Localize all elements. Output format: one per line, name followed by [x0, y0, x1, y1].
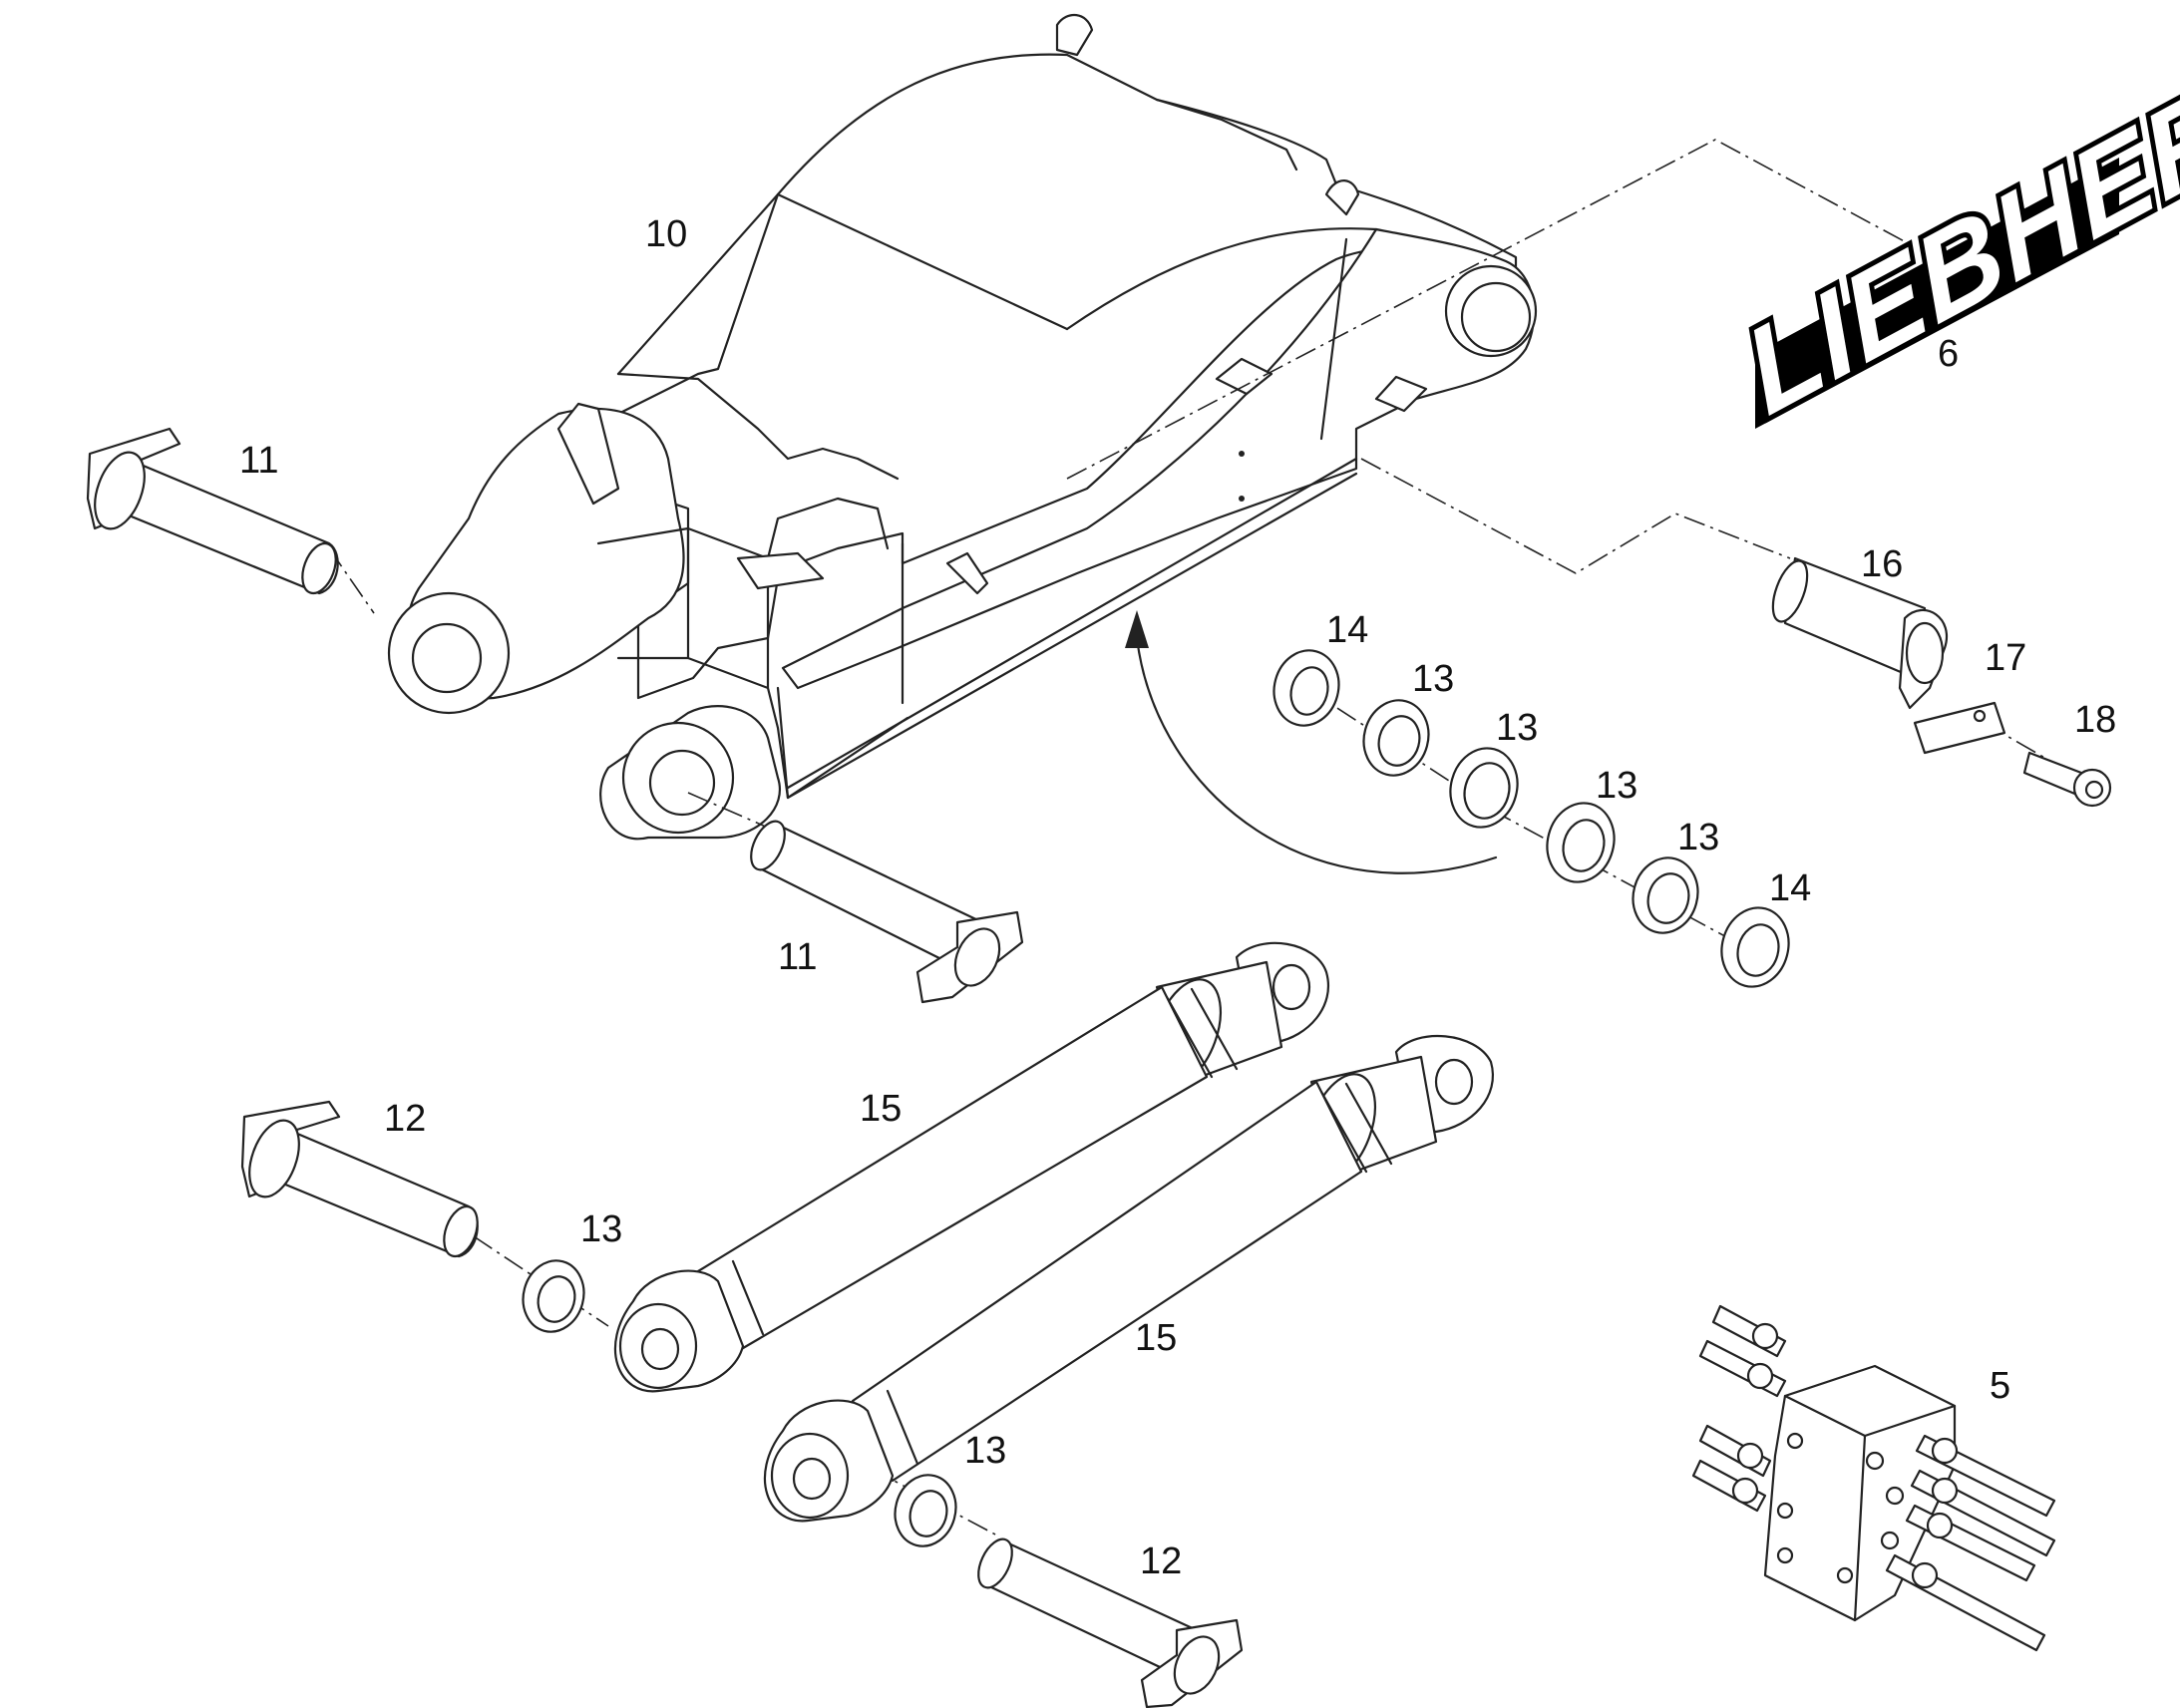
callout-pin-upper-left: 11: [239, 440, 278, 482]
leader-line: [1360, 458, 1791, 574]
cylinder-lower: [763, 1034, 1494, 1523]
pin-16: [1771, 556, 1948, 710]
leader-line: [687, 792, 769, 829]
logo-brand-text: LIEBHERR: [1729, 16, 2180, 441]
liebherr-logo: LIEBHERR: [1724, 11, 2180, 446]
washer-13-c: [1546, 802, 1616, 883]
callout-washer-13-a: 13: [1412, 658, 1454, 700]
cylinder-upper: [613, 941, 1329, 1393]
callout-cylinder-lower: 15: [1135, 1317, 1177, 1359]
washer-13-left: [522, 1259, 585, 1333]
washer-13-a: [1362, 699, 1430, 777]
pin-12-left: [240, 1100, 479, 1258]
callout-washer-13-lower: 13: [964, 1430, 1006, 1472]
callout-pin-upper-bottom: 11: [778, 936, 817, 978]
callout-valve-block: 5: [1990, 1365, 2010, 1407]
callout-washer-14-bottom: 14: [1769, 867, 1811, 909]
leader-line: [1066, 139, 1911, 480]
callout-washer-14-top: 14: [1326, 609, 1368, 651]
pin-11-bottom: [750, 820, 1024, 1004]
callout-plate-17: 17: [1985, 637, 2026, 679]
callout-washer-13-b: 13: [1496, 707, 1538, 749]
washer-14-top: [1272, 649, 1340, 727]
washer-14-bottom: [1720, 906, 1790, 988]
callout-logo: 6: [1938, 333, 1959, 375]
callout-pin-16: 16: [1861, 543, 1903, 585]
pin-12-bottom: [977, 1537, 1244, 1708]
callout-washer-13-d: 13: [1677, 817, 1719, 858]
callout-labels: 10 6 11 11 16 17 18 14 13 13 13 13 14 15…: [239, 213, 2116, 1582]
callout-pin-12-left: 12: [384, 1098, 426, 1140]
pin-11-upper-left: [86, 427, 339, 595]
washer-13-d: [1632, 856, 1699, 934]
rotation-arrow: [1125, 610, 1498, 874]
boom: [387, 14, 1538, 841]
washers: [522, 649, 1790, 1547]
callout-pin-12-bottom: 12: [1140, 1540, 1182, 1582]
callout-washer-13-c: 13: [1596, 765, 1637, 807]
washer-13-lower: [894, 1474, 957, 1547]
valve-block: [1691, 1304, 2056, 1652]
callout-cylinder-upper: 15: [860, 1088, 902, 1130]
callout-boom: 10: [645, 213, 687, 255]
callout-washer-13-left: 13: [580, 1208, 622, 1250]
bolt-18: [2022, 751, 2112, 808]
washer-13-b: [1449, 747, 1519, 829]
plate-17: [1913, 701, 2006, 755]
callout-bolt-18: 18: [2074, 699, 2116, 741]
